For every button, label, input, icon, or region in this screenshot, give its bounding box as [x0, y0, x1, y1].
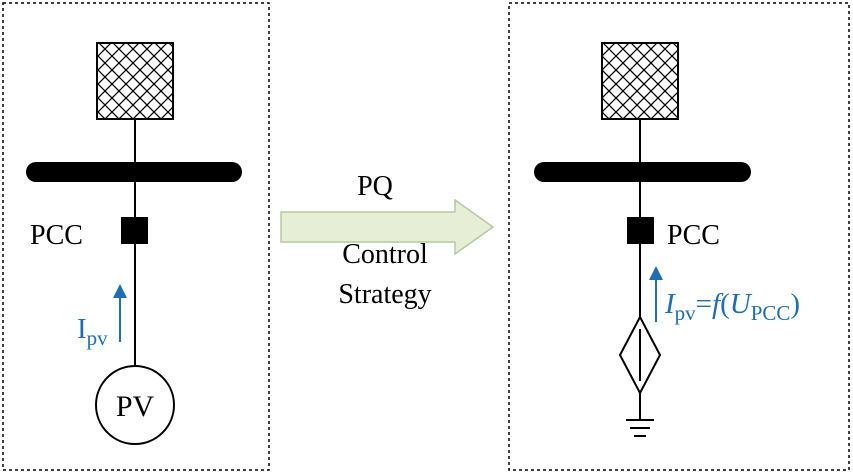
block-arrow [280, 198, 495, 256]
control-strategy-arrow: PQ Control Strategy [280, 171, 495, 310]
current-label-right-sub: pv [675, 301, 697, 325]
current-label-right: Ipv=f(UPCC) [664, 288, 800, 325]
busbar-right [534, 162, 751, 182]
current-label-right-equals: = [696, 288, 712, 320]
pv-source-circle [95, 365, 175, 445]
left-panel: PCC Ipv PV [2, 2, 270, 471]
pcc-label-right: PCC [667, 220, 720, 251]
pcc-node-left [121, 217, 148, 244]
busbar-left [26, 162, 242, 182]
arrow-bottom-label-line1: Control [342, 239, 428, 270]
right-panel-border [508, 2, 850, 471]
pcc-node-right [627, 217, 654, 244]
pv-source-label: PV [116, 390, 155, 423]
current-arrow-right [649, 266, 663, 322]
current-arrow-left [113, 284, 127, 342]
ground-icon [626, 419, 654, 437]
current-label-right-open-paren: ( [720, 288, 730, 320]
current-label-right-var-sub: PCC [751, 301, 791, 325]
current-label-left-main: I [77, 313, 87, 345]
right-panel: PCC Ipv=f(UPCC) [508, 2, 850, 471]
grid-symbol-right [601, 42, 679, 120]
left-panel-border [2, 2, 270, 471]
grid-symbol-left [96, 42, 174, 120]
current-label-left-sub: pv [87, 326, 109, 350]
pcc-label-left: PCC [30, 220, 83, 251]
current-label-right-main: I [664, 288, 676, 320]
current-label-right-var: U [730, 288, 753, 320]
current-label-left: Ipv [77, 313, 108, 350]
arrow-top-label: PQ [357, 171, 393, 202]
arrow-bottom-label-line2: Strategy [338, 279, 431, 310]
current-label-right-close-paren: ) [790, 288, 800, 320]
controlled-current-source-symbol [618, 314, 662, 396]
